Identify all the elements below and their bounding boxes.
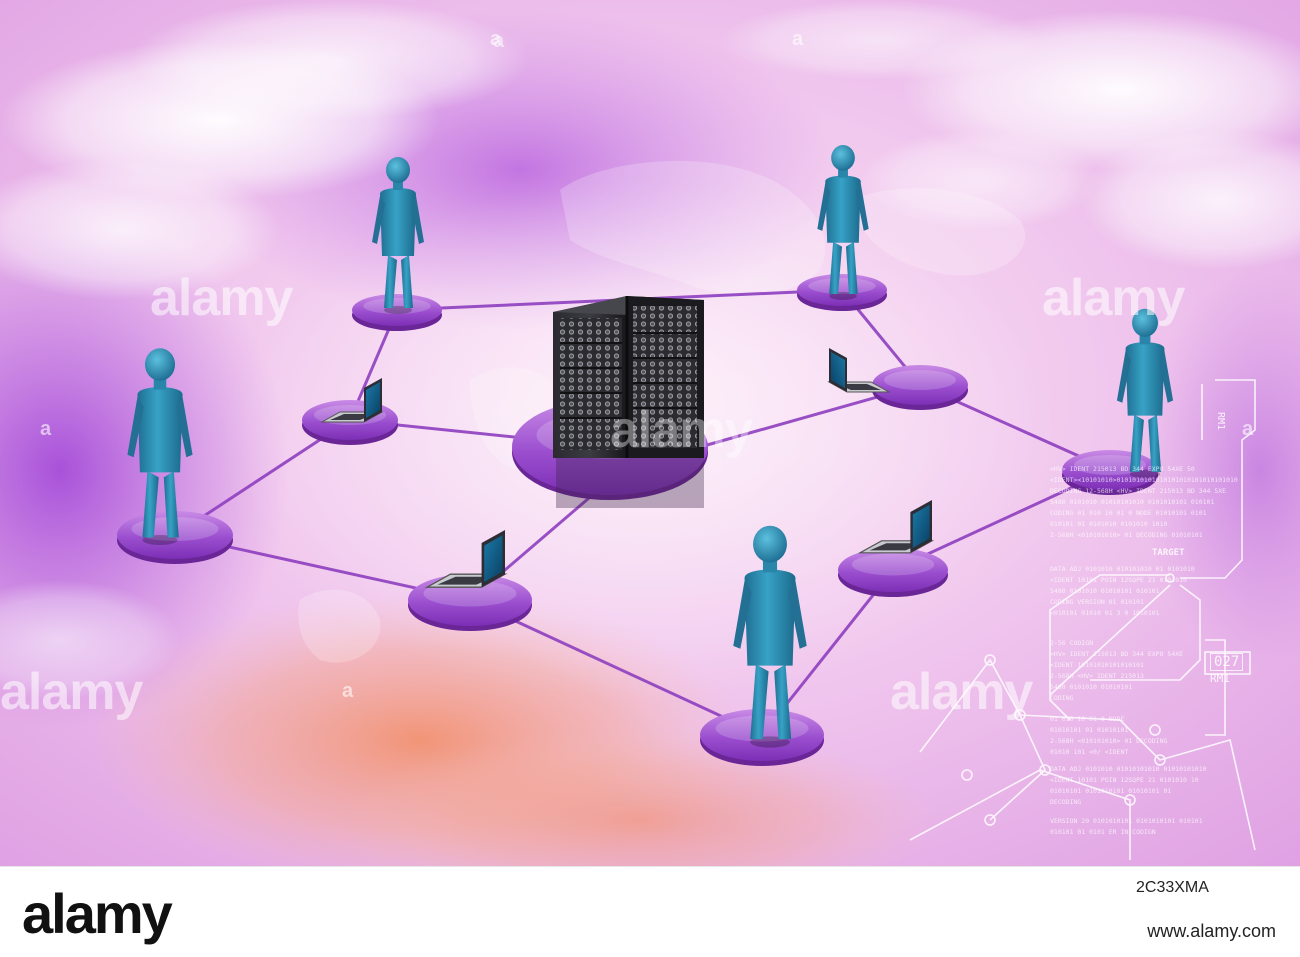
hud-data-line: VERSION 20 0101010101 0101010101 010101 (1050, 817, 1203, 825)
hud-target-label: TARGET (1152, 548, 1185, 558)
server-rack-icon (553, 296, 704, 508)
network-illustration: a (0, 0, 1300, 866)
hud-data-line: <HV> IDENT 215013 BD 344 EXPO 54XE (1050, 650, 1184, 658)
hud-data-line: 2-568H <010101010> 01 DECODING (1050, 737, 1168, 745)
person-figure-icon (733, 525, 807, 748)
hud-data-line: 2-568H <010101010> 01 DECODING 01010101 (1050, 531, 1203, 539)
hud-data-line: DECODING 12-568H <HV> IDENT 215013 BD 34… (1050, 487, 1227, 495)
person-figure-icon (1116, 308, 1174, 479)
watermark-a-marks: a (493, 30, 505, 52)
laptop-icon (320, 378, 384, 423)
image-id: 2C33XMA (1136, 879, 1209, 896)
hud-data-line: CODING VERSION 01 010101 (1050, 598, 1144, 606)
hud-data-line: DECODING (1050, 798, 1082, 806)
hud-rm1-label-bottom: RM1 (1210, 672, 1230, 685)
hud-data-line: <IDENT 10101 POIN 12SQPE 21 0101010 10 (1050, 776, 1199, 784)
hud-data-line: CODING (1050, 694, 1074, 702)
laptop-icon (827, 348, 891, 393)
scene-canvas: a (0, 0, 1300, 866)
clouds (0, 0, 1300, 700)
hud-data-line: DATA ADJ 0101010 010101010 01 0101010 (1050, 565, 1195, 573)
hud-data-line: 01010 101 <0/ <IDENT (1050, 748, 1129, 756)
hud-data-line: CODING 01 010 10 01 0 NODE 01010101 0101 (1050, 509, 1207, 517)
hud-data-line: 5480 0101010 01010101 (1050, 683, 1133, 691)
hud-data-line: 01 010 10 01 0 NODE (1050, 715, 1125, 723)
hud-data-line: 010101 01 0101010 0101010 1010 (1050, 520, 1168, 528)
hud-data-line: <IDENT 10101 POIN 12SQPE 21 0101010 (1050, 576, 1187, 584)
hud-circuit-icon (909, 379, 1256, 860)
platform-disc (797, 274, 887, 311)
person-figure-icon (127, 348, 193, 546)
hud-data-line: DATA ADJ 0101010 01010101010 01010101010 (1050, 765, 1207, 773)
person-figure-icon (817, 145, 869, 300)
hud-data-line: 01010101 01 01010101 (1050, 726, 1129, 734)
world-map-silhouette (298, 160, 1026, 663)
hud-data-line: 5480 0101010 01010101010 0101010101 0101… (1050, 498, 1215, 506)
laptop-icon (857, 500, 935, 554)
platform-disc (838, 548, 948, 597)
laptop-icon (424, 530, 508, 588)
hud-data-line: <HV> IDENT 215013 BD 344 EXPO 54XE 50 (1050, 465, 1195, 473)
hud-data-line: 010101 01 0101 ER IN CODIGN (1050, 828, 1156, 836)
platform-disc (352, 294, 442, 331)
hud-rm1-label-top: RM1 (1215, 412, 1226, 431)
stock-footer: alamy 2C33XMA www.alamy.com (0, 866, 1300, 957)
website-link[interactable]: www.alamy.com (1147, 921, 1276, 941)
laptops (320, 348, 935, 588)
people (127, 145, 1174, 748)
alamy-logo[interactable]: alamy (22, 882, 173, 945)
hud-data-line: 5480 0101010 01010101 010101 (1050, 587, 1160, 595)
hud-027-label: 027 (1210, 653, 1244, 671)
hud-data-line: <010101 01010 01 3 0 1010101 (1050, 609, 1160, 617)
hud-data-line: 2-56 CODIGN (1050, 639, 1094, 647)
hud-data-line: <IDENT 10101010101010101 (1050, 661, 1144, 669)
hud-data-line: <IDENT><10101010>01010101010101010101010… (1050, 476, 1238, 484)
hud-data-line: 01010101 0101010101 01010101 01 (1050, 787, 1172, 795)
hud-data-line: 2-568H <HV> IDENT 215013 (1050, 672, 1144, 680)
platform-disc (872, 365, 968, 410)
watermark-a: a (493, 30, 505, 52)
person-figure-icon (372, 157, 424, 314)
hud-data-readout: <HV> IDENT 215013 BD 344 EXPO 54XE 50 <ID… (1050, 464, 1250, 844)
